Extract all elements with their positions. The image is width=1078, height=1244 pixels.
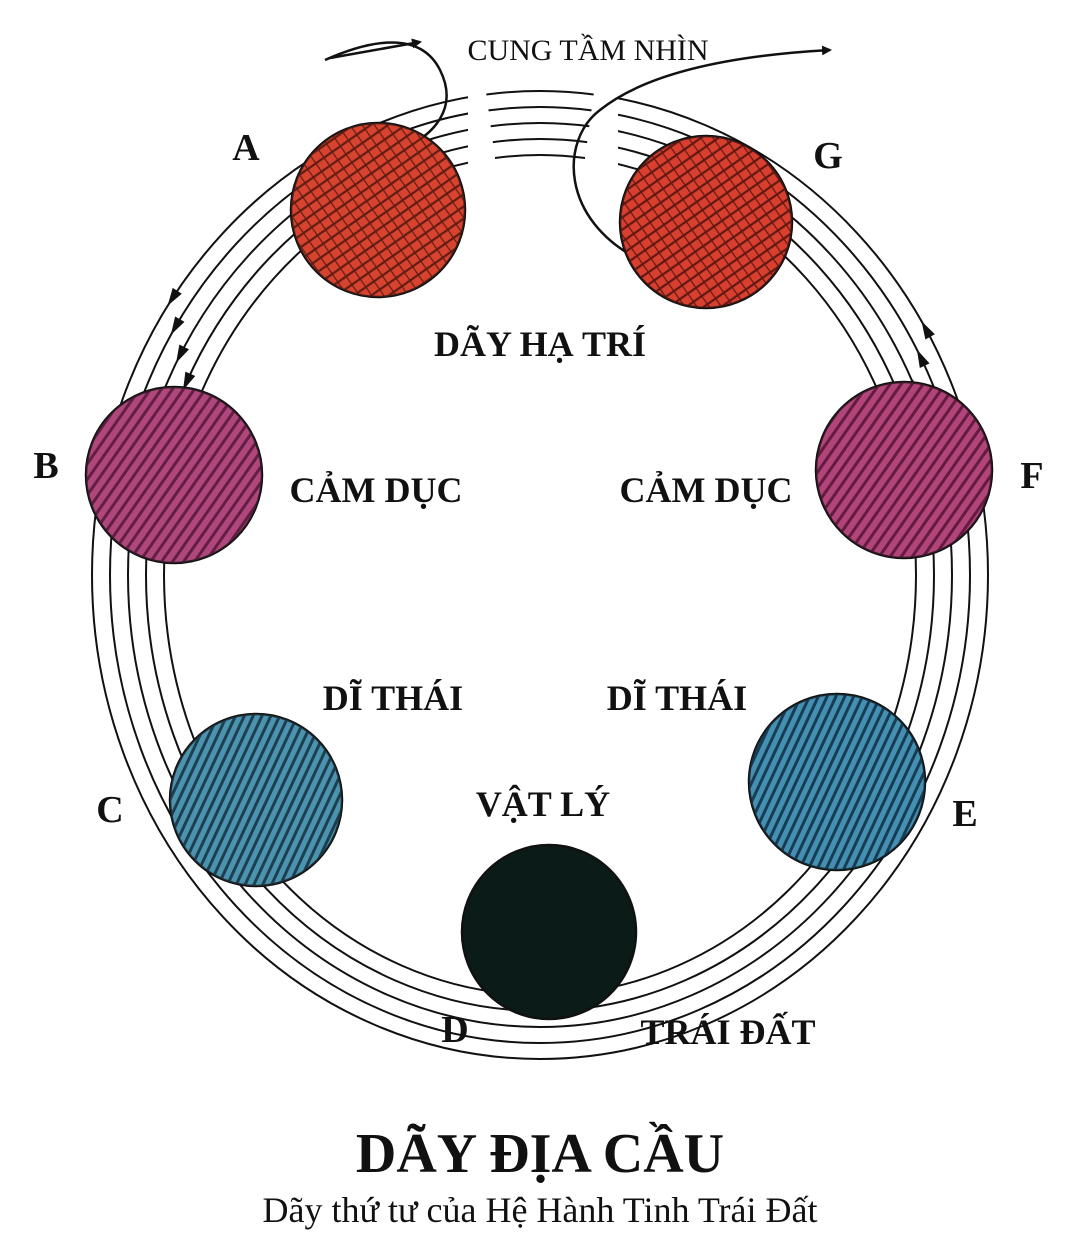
globe-label-b: B (33, 445, 58, 487)
orbit-ring-top-segment-3 (490, 122, 590, 128)
plane-label-etheric-left: DĨ THÁI (323, 678, 463, 718)
arc-descent-curve (324, 41, 448, 147)
globe-b (84, 385, 264, 565)
orbit-arrow-9 (921, 321, 935, 340)
globe-a (289, 121, 467, 299)
orbit-arrow-3 (170, 316, 185, 335)
globe-label-f: F (1020, 455, 1043, 497)
arc-label: CUNG TẦM NHÌN (467, 33, 708, 67)
orbit-ring-top-segment-5 (486, 90, 594, 96)
globe-label-a: A (232, 127, 260, 169)
globe-label-c: C (96, 789, 123, 831)
globe-label-e: E (952, 793, 977, 835)
diagram-title: DÃY ĐỊA CẦU (356, 1121, 724, 1185)
globe-tint-e (749, 694, 925, 870)
plane-label-physical: VẬT LÝ (476, 784, 610, 824)
globe-g (618, 134, 794, 310)
globe-label-g: G (813, 135, 843, 177)
globe-f (814, 380, 994, 560)
plane-label-etheric-right: DĨ THÁI (607, 678, 747, 718)
plane-label-earth: TRÁI ĐẤT (640, 1012, 815, 1052)
globe-tint-a (291, 123, 465, 297)
orbit-rings (91, 90, 989, 1060)
globe-tint-g (620, 136, 792, 308)
orbit-arrow-4 (167, 287, 182, 306)
globe-label-d: D (441, 1009, 468, 1051)
orbit-arrow-2 (176, 344, 189, 363)
globes (84, 121, 994, 1021)
plane-label-astral-left: CẢM DỤC (290, 470, 463, 510)
orbit-direction-arrows (167, 287, 935, 448)
orbit-arrow-8 (916, 349, 930, 369)
arc-ascent-curve (572, 45, 832, 262)
plane-label-mental: DÃY HẠ TRÍ (434, 324, 646, 364)
orbit-ring-top-segment-2 (492, 138, 588, 144)
globe-tint-f (816, 382, 992, 558)
plane-label-astral-right: CẢM DỤC (620, 470, 793, 510)
globe-d (460, 843, 638, 1021)
arc-descent-arrow (329, 38, 422, 60)
globe-tint-c (170, 714, 342, 886)
globe-c (168, 712, 344, 888)
orbit-ring-top-segment-1 (494, 153, 586, 160)
diagram-subtitle: Dãy thứ tư của Hệ Hành Tinh Trái Đất (262, 1190, 817, 1230)
chain-gap (468, 90, 618, 200)
orbit-ring-top-segment-4 (488, 106, 592, 112)
orbit-arrow-1 (183, 371, 196, 391)
globe-e (747, 692, 927, 872)
globe-tint-b (86, 387, 262, 563)
